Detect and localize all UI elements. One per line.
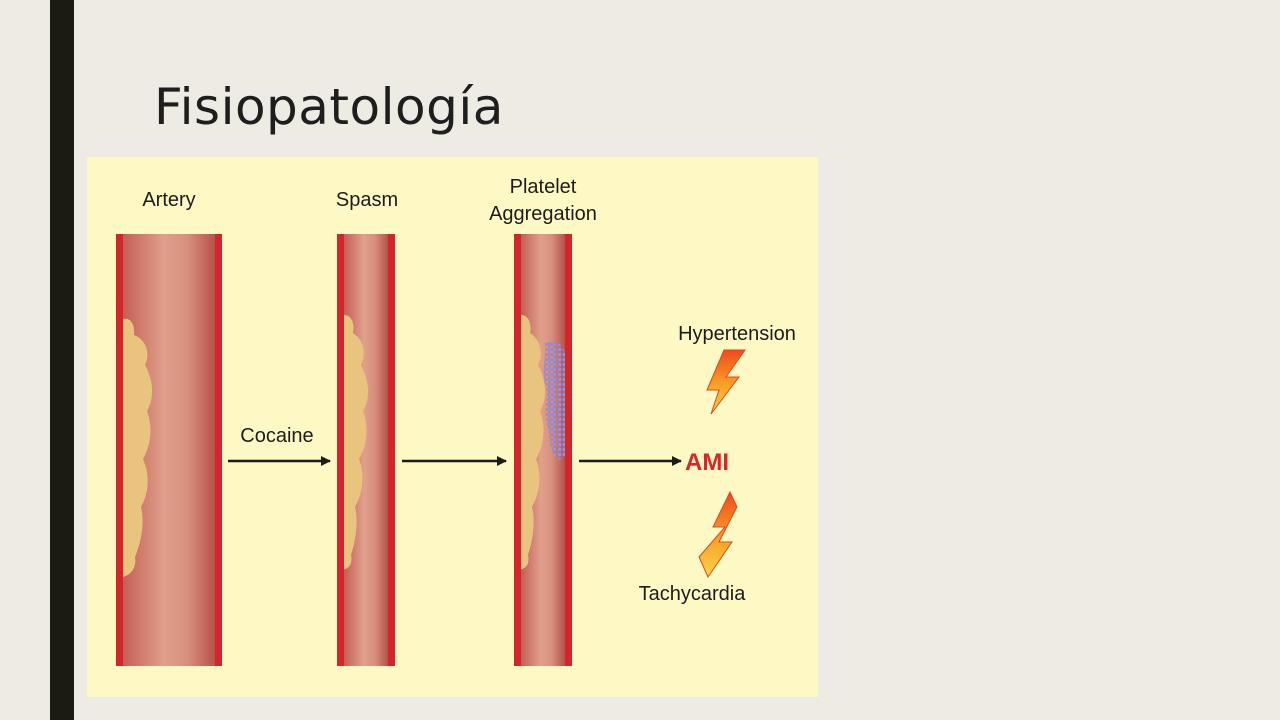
diagram-canvas: Artery Spasm Platelet Aggregation Cocain…	[87, 157, 818, 697]
pathophysiology-diagram: Artery Spasm Platelet Aggregation Cocain…	[87, 157, 818, 697]
label-spasm: Spasm	[336, 189, 398, 211]
label-hypertension: Hypertension	[678, 323, 796, 345]
label-cocaine: Cocaine	[240, 425, 313, 447]
plaque-platelet	[521, 315, 546, 569]
label-ami: AMI	[685, 449, 729, 476]
lightning-bolt-tachycardia-icon	[698, 490, 738, 579]
plaque-spasm	[344, 315, 369, 569]
platelet-cluster	[543, 341, 565, 460]
label-platelet-line2: Aggregation	[489, 203, 597, 225]
plaque-artery	[123, 318, 153, 577]
side-accent-bar	[50, 0, 74, 720]
label-artery: Artery	[142, 189, 195, 211]
slide-title: Fisiopatología	[154, 78, 504, 136]
vessel-spasm	[337, 234, 395, 666]
vessel-platelet-aggregation	[514, 234, 572, 666]
lightning-bolt-hypertension-icon	[706, 349, 746, 415]
vessel-artery	[116, 234, 222, 666]
label-platelet-line1: Platelet	[510, 176, 577, 198]
label-tachycardia: Tachycardia	[639, 583, 747, 605]
